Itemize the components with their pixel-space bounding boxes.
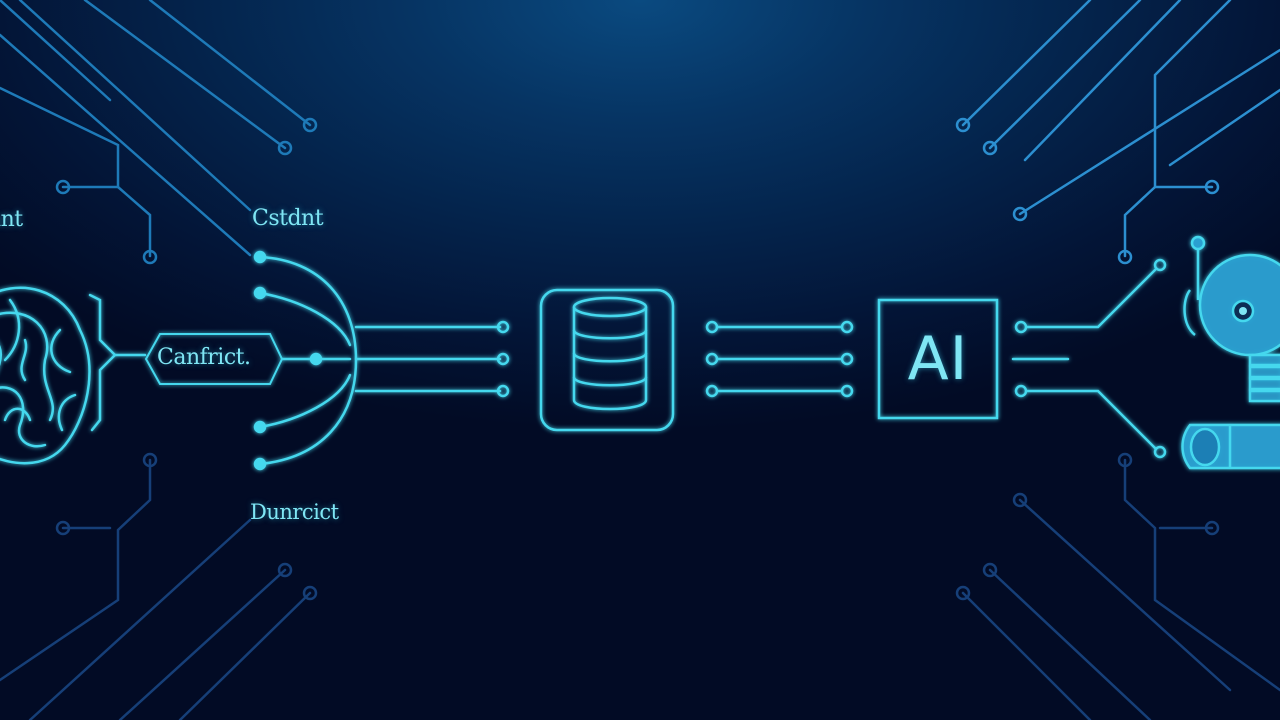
bottom-label: Dunrcict xyxy=(250,500,339,524)
ai-chip-icon xyxy=(877,298,999,420)
robot-icon xyxy=(1181,235,1280,470)
right-connectors xyxy=(1011,258,1167,459)
top-label: Cstdnt xyxy=(252,206,324,231)
middle-connectors xyxy=(705,320,854,398)
ai-label: AI xyxy=(907,324,969,394)
left-label: ant xyxy=(0,207,23,232)
database-icon xyxy=(539,288,675,432)
circuit-traces-top-left xyxy=(0,0,318,265)
fan-connector xyxy=(253,250,510,471)
circuit-traces-top-right xyxy=(955,0,1280,265)
circuit-traces-bottom-left xyxy=(0,452,318,720)
brain-icon xyxy=(0,286,147,465)
circuit-traces-bottom-right xyxy=(955,452,1280,720)
bubble-label: Canfrict. xyxy=(157,345,251,370)
